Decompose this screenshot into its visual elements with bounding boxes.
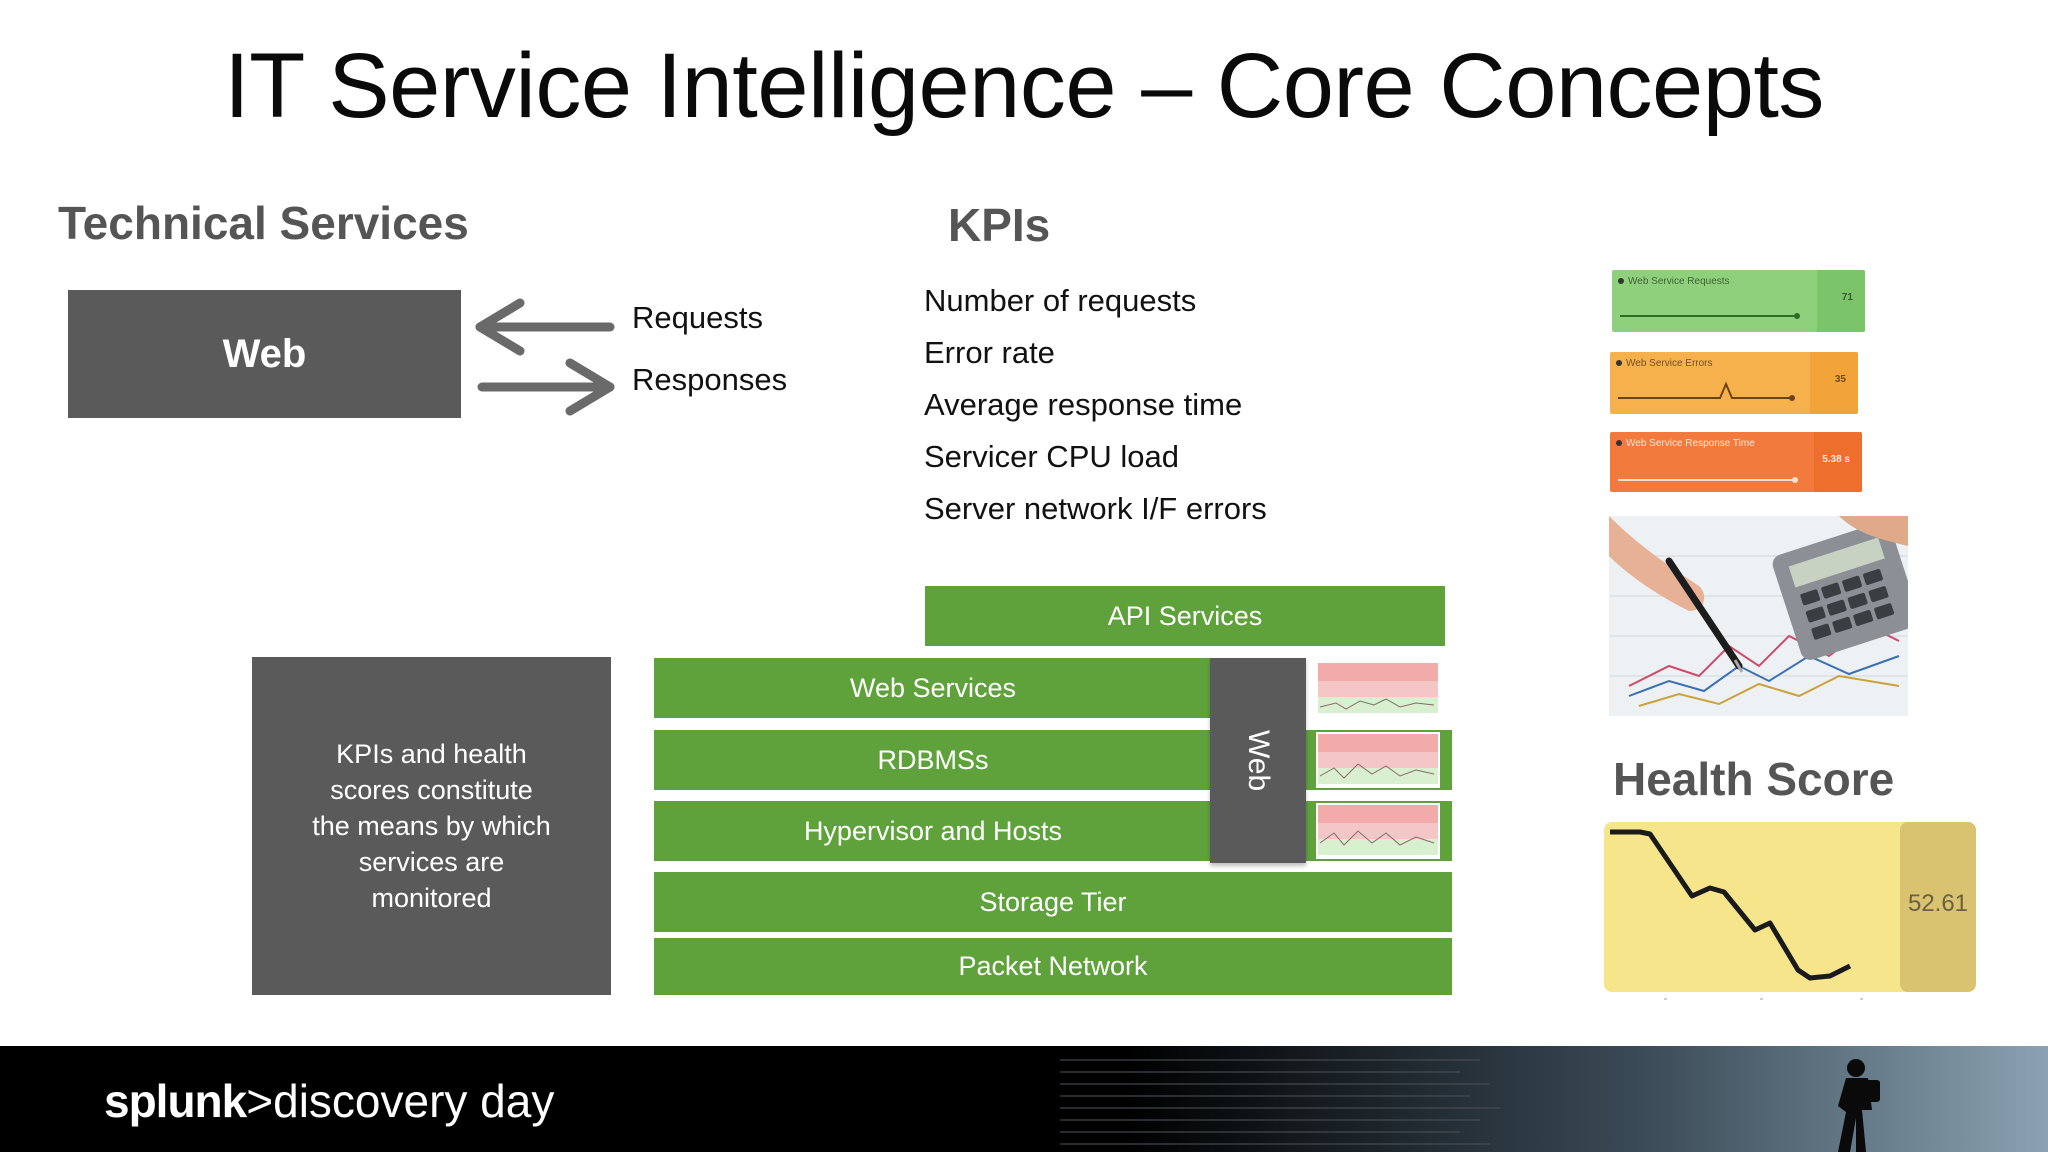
health-score-value: 52.61 xyxy=(1907,890,1969,917)
brand-logo: splunk>discovery day xyxy=(104,1074,554,1128)
web-vertical-bar: Web xyxy=(1210,658,1306,863)
slide-title: IT Service Intelligence – Core Concepts xyxy=(224,35,1824,137)
technical-services-heading: Technical Services xyxy=(58,197,469,249)
tier-label: Storage Tier xyxy=(979,886,1127,917)
service-health-thumbnail xyxy=(1316,732,1440,788)
kpi-widget-title: Web Service Errors xyxy=(1626,358,1713,369)
web-vertical-label: Web xyxy=(1242,729,1275,792)
kpi-widget-title: Web Service Response Time xyxy=(1626,438,1755,449)
footer-banner: splunk>discovery day xyxy=(0,1046,2048,1152)
web-service-box: Web xyxy=(68,290,461,418)
kpis-heading: KPIs xyxy=(948,199,1051,251)
status-dot-icon xyxy=(1616,360,1622,366)
health-trend-line xyxy=(1604,822,1976,1000)
hiker-silhouette-icon xyxy=(1838,1059,1880,1152)
kpi-widget-value: 71 xyxy=(1841,292,1853,303)
sparkline xyxy=(1618,352,1858,414)
status-dot-icon xyxy=(1616,440,1622,446)
kpi-widget-value: 5.38 s xyxy=(1822,454,1850,465)
service-health-thumbnail xyxy=(1316,661,1440,717)
tier-storage: Storage Tier xyxy=(654,872,1452,932)
kpi-item: Average response time xyxy=(924,387,1243,422)
service-health-thumbnail xyxy=(1316,803,1440,859)
tier-web-services: Web Services xyxy=(654,658,1212,718)
right-arrow-icon xyxy=(477,358,615,416)
kpi-note-text: KPIs and health scores constitute the me… xyxy=(312,739,551,913)
status-dot-icon xyxy=(1618,278,1624,284)
health-score-heading: Health Score xyxy=(1613,753,1895,805)
kpi-widget-title: Web Service Requests xyxy=(1628,276,1730,287)
tier-api-services: API Services xyxy=(925,586,1445,646)
request-response-arrows xyxy=(475,298,615,416)
tier-label: API Services xyxy=(1107,600,1263,631)
kpi-item: Server network I/F errors xyxy=(924,491,1267,526)
kpi-list: Number of requests Error rate Average re… xyxy=(924,275,1267,535)
tier-label: Web Services xyxy=(849,672,1017,703)
sparkline xyxy=(1620,270,1865,332)
brand-splunk: splunk xyxy=(104,1075,247,1127)
tier-label: Hypervisor and Hosts xyxy=(803,815,1063,846)
sparkline xyxy=(1618,432,1862,492)
requests-label: Requests xyxy=(632,300,763,335)
kpi-note-box: KPIs and health scores constitute the me… xyxy=(252,657,611,995)
kpi-widget-requests: Web Service Requests 71 xyxy=(1612,270,1865,332)
kpi-widget-response-time: Web Service Response Time 5.38 s xyxy=(1610,432,1862,492)
kpi-widget-value: 35 xyxy=(1834,374,1846,385)
tier-packet-network: Packet Network xyxy=(654,938,1452,995)
left-arrow-icon xyxy=(475,298,615,356)
brand-discovery-day: >discovery day xyxy=(246,1075,555,1127)
kpi-item: Servicer CPU load xyxy=(924,439,1179,474)
tier-label: RDBMSs xyxy=(877,744,989,775)
calculator-photo xyxy=(1609,516,1908,716)
tier-label: Packet Network xyxy=(958,951,1148,981)
web-box-label: Web xyxy=(222,331,307,376)
kpi-item: Error rate xyxy=(924,335,1055,370)
health-score-chart: 52.61 xyxy=(1600,818,1980,1008)
kpi-item: Number of requests xyxy=(924,283,1197,318)
footer-background xyxy=(0,1046,2048,1152)
responses-label: Responses xyxy=(632,362,788,397)
kpi-widget-errors: Web Service Errors 35 xyxy=(1610,352,1858,414)
